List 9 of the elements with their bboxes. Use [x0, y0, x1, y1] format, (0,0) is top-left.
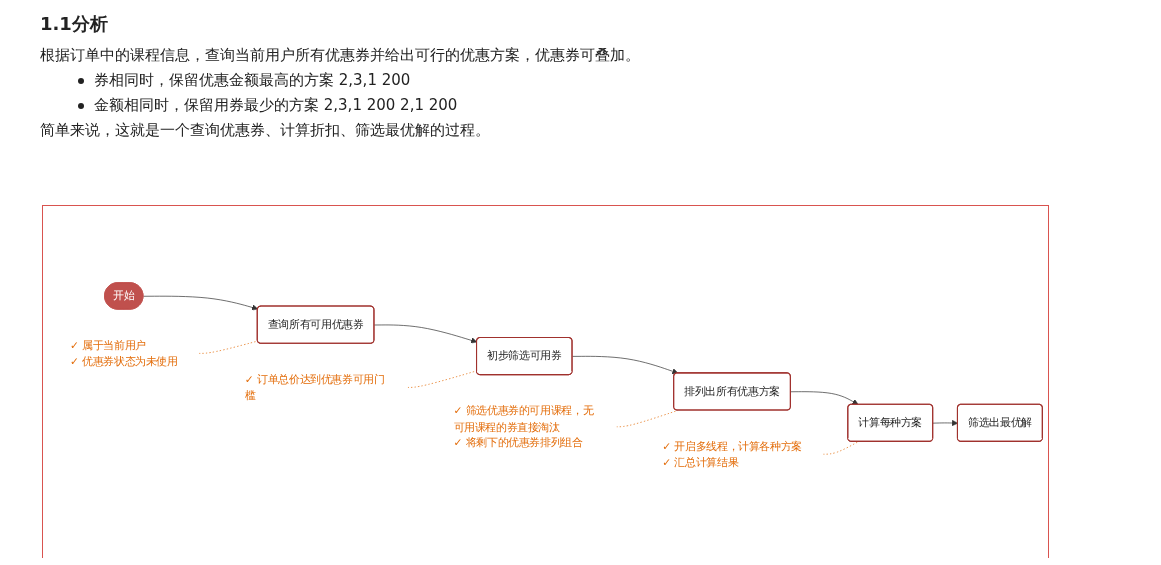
node-text: ✓ 属于当前用户 ✓ 优惠券状态为未使用 [69, 339, 178, 368]
node-text: ✓ 筛选优惠券的可用课程，无可用课程的券直接淘汰 ✓ 将剩下的优惠券排列组合 [453, 404, 594, 450]
section-heading: 1.1分析 [40, 12, 109, 36]
node-text: ✓ 订单总价达到优惠券可用门槛 [244, 373, 385, 402]
paragraph: 简单来说，这就是一个查询优惠券、计算折扣、筛选最优解的过程。 [40, 121, 491, 140]
bullet-item: 金额相同时，保留用券最少的方案 2,3,1 200 2,1 200 [94, 96, 458, 114]
node-text: ✓ 开启多线程，计算各种方案 ✓ 汇总计算结果 [662, 440, 802, 469]
paragraph: 根据订单中的课程信息，查询当前用户所有优惠券并给出可行的优惠方案，优惠券可叠加。 [40, 46, 641, 65]
bullet-item: 券相同时，保留优惠金额最高的方案 2,3,1 200 [94, 71, 411, 89]
